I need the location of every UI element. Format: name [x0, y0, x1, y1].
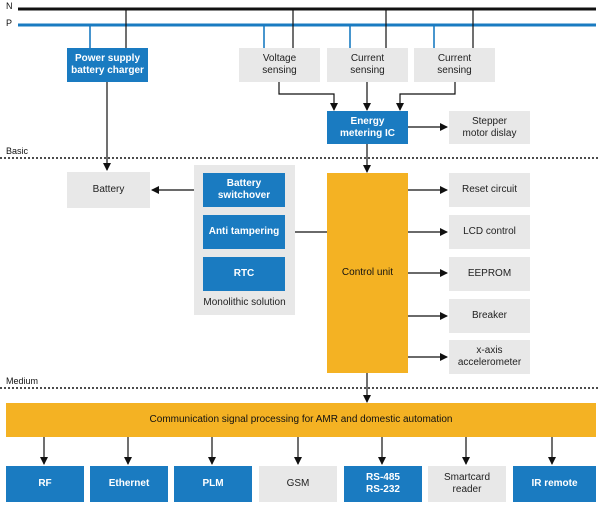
monolithic-solution-label: Monolithic solution	[203, 297, 286, 308]
accelerometer-block: x-axis accelerometer	[449, 340, 530, 374]
rail-n-label: N	[6, 1, 13, 11]
plm-block: PLM	[174, 466, 252, 502]
breaker-block: Breaker	[449, 299, 530, 333]
section-medium-label: Medium	[6, 376, 39, 386]
power-supply-block: Power supply battery charger	[67, 48, 148, 82]
current-sensing-block-1: Current sensing	[327, 48, 408, 82]
ethernet-block: Ethernet	[90, 466, 168, 502]
eeprom-block: EEPROM	[449, 257, 530, 291]
lcd-control-block: LCD control	[449, 215, 530, 249]
smartcard-reader-block: Smartcard reader	[428, 466, 506, 502]
battery-switchover-block: Battery switchover	[203, 173, 285, 207]
voltage-sensing-block: Voltage sensing	[239, 48, 320, 82]
anti-tampering-block: Anti tampering	[203, 215, 285, 249]
reset-circuit-block: Reset circuit	[449, 173, 530, 207]
current-sensing-block-2: Current sensing	[414, 48, 495, 82]
energy-metering-ic-block: Energy metering IC	[327, 111, 408, 144]
gsm-block: GSM	[259, 466, 337, 502]
ir-remote-block: IR remote	[513, 466, 596, 502]
arrow-current2-metering	[396, 82, 456, 111]
stepper-motor-display-block: Stepper motor dislay	[449, 111, 530, 144]
section-basic-label: Basic	[6, 146, 29, 156]
rtc-block: RTC	[203, 257, 285, 291]
rs485-rs232-block: RS-485 RS-232	[344, 466, 422, 502]
rf-block: RF	[6, 466, 84, 502]
communication-processing-bar: Communication signal processing for AMR …	[6, 403, 596, 437]
control-unit-block: Control unit	[327, 173, 408, 373]
battery-block: Battery	[67, 172, 150, 208]
rail-p-label: P	[6, 18, 13, 28]
arrow-voltage-metering	[278, 82, 338, 111]
